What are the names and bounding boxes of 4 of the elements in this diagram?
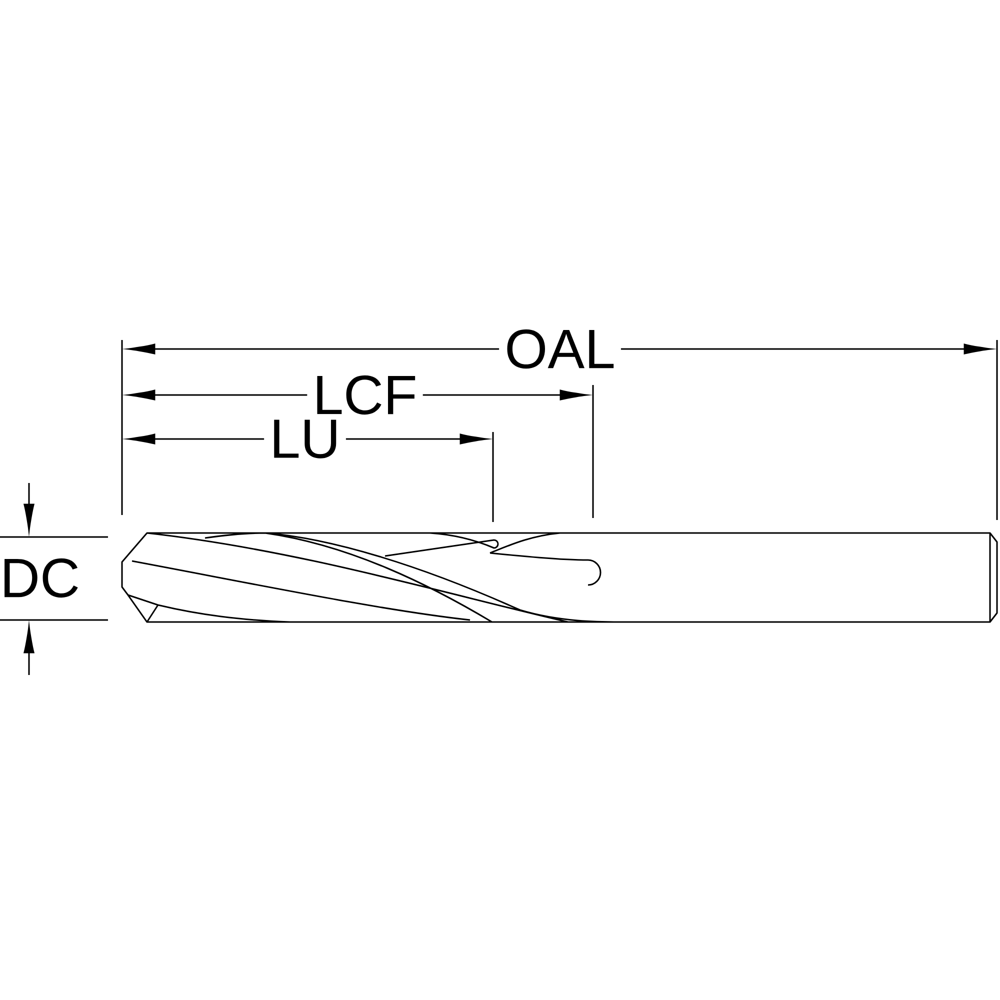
dimension-label: OAL <box>499 324 621 374</box>
dimension-label: LCF <box>307 370 423 420</box>
dimension-label: DC <box>4 558 78 598</box>
dimension-label: LU <box>264 414 346 464</box>
